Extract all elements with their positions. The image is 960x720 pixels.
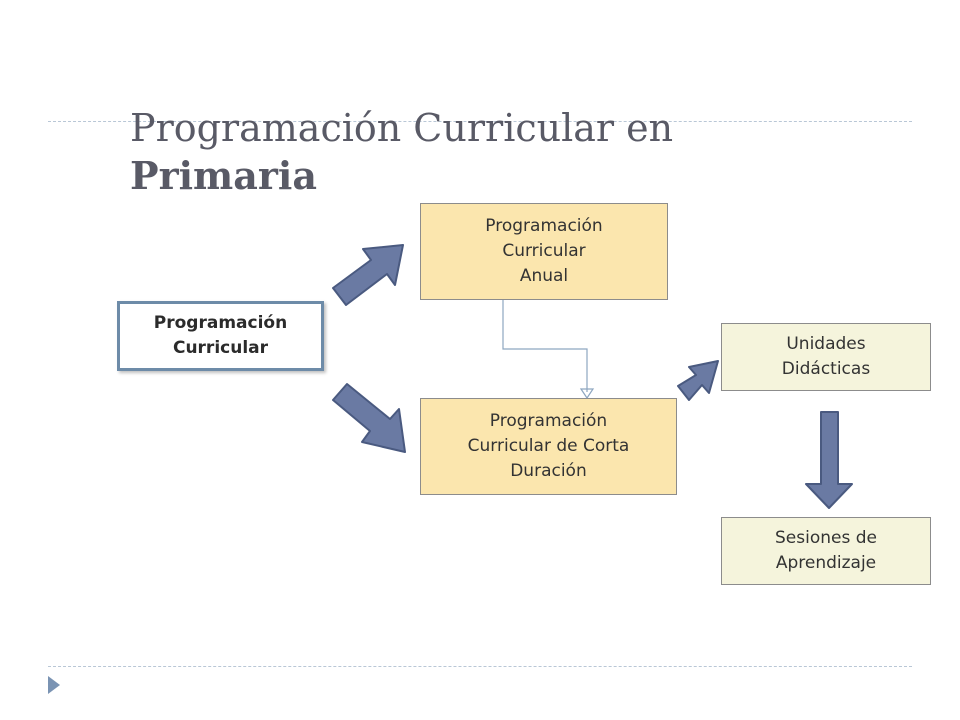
node-programacion-anual: Programación Curricular Anual (420, 203, 668, 300)
slide-title: Programación Curricular en Primaria (130, 104, 890, 200)
node-label: Unidades Didácticas (781, 334, 871, 379)
arrow-root-to-corta (332, 383, 406, 453)
node-label: Sesiones de Aprendizaje (775, 528, 877, 573)
bottom-divider (48, 666, 912, 667)
title-line-2: Primaria (130, 153, 317, 198)
node-programacion-curricular: Programación Curricular (117, 301, 324, 371)
node-programacion-corta-duracion: Programación Curricular de Corta Duració… (420, 398, 677, 495)
node-sesiones-aprendizaje: Sesiones de Aprendizaje (721, 517, 931, 585)
arrow-root-to-anual (332, 244, 404, 306)
connector-arrowhead (579, 388, 595, 400)
arrow-corta-to-unidades (677, 360, 719, 401)
title-line-1: Programación Curricular en (130, 106, 674, 150)
connector-anual-to-corta (502, 300, 588, 392)
top-divider (48, 121, 912, 122)
node-label: Programación Curricular de Corta Duració… (467, 411, 630, 481)
node-label: Programación Curricular (153, 313, 288, 358)
play-triangle-icon (48, 676, 60, 694)
node-unidades-didacticas: Unidades Didácticas (721, 323, 931, 391)
node-label: Programación Curricular Anual (485, 216, 603, 286)
arrow-unidades-to-sesiones (805, 411, 853, 509)
